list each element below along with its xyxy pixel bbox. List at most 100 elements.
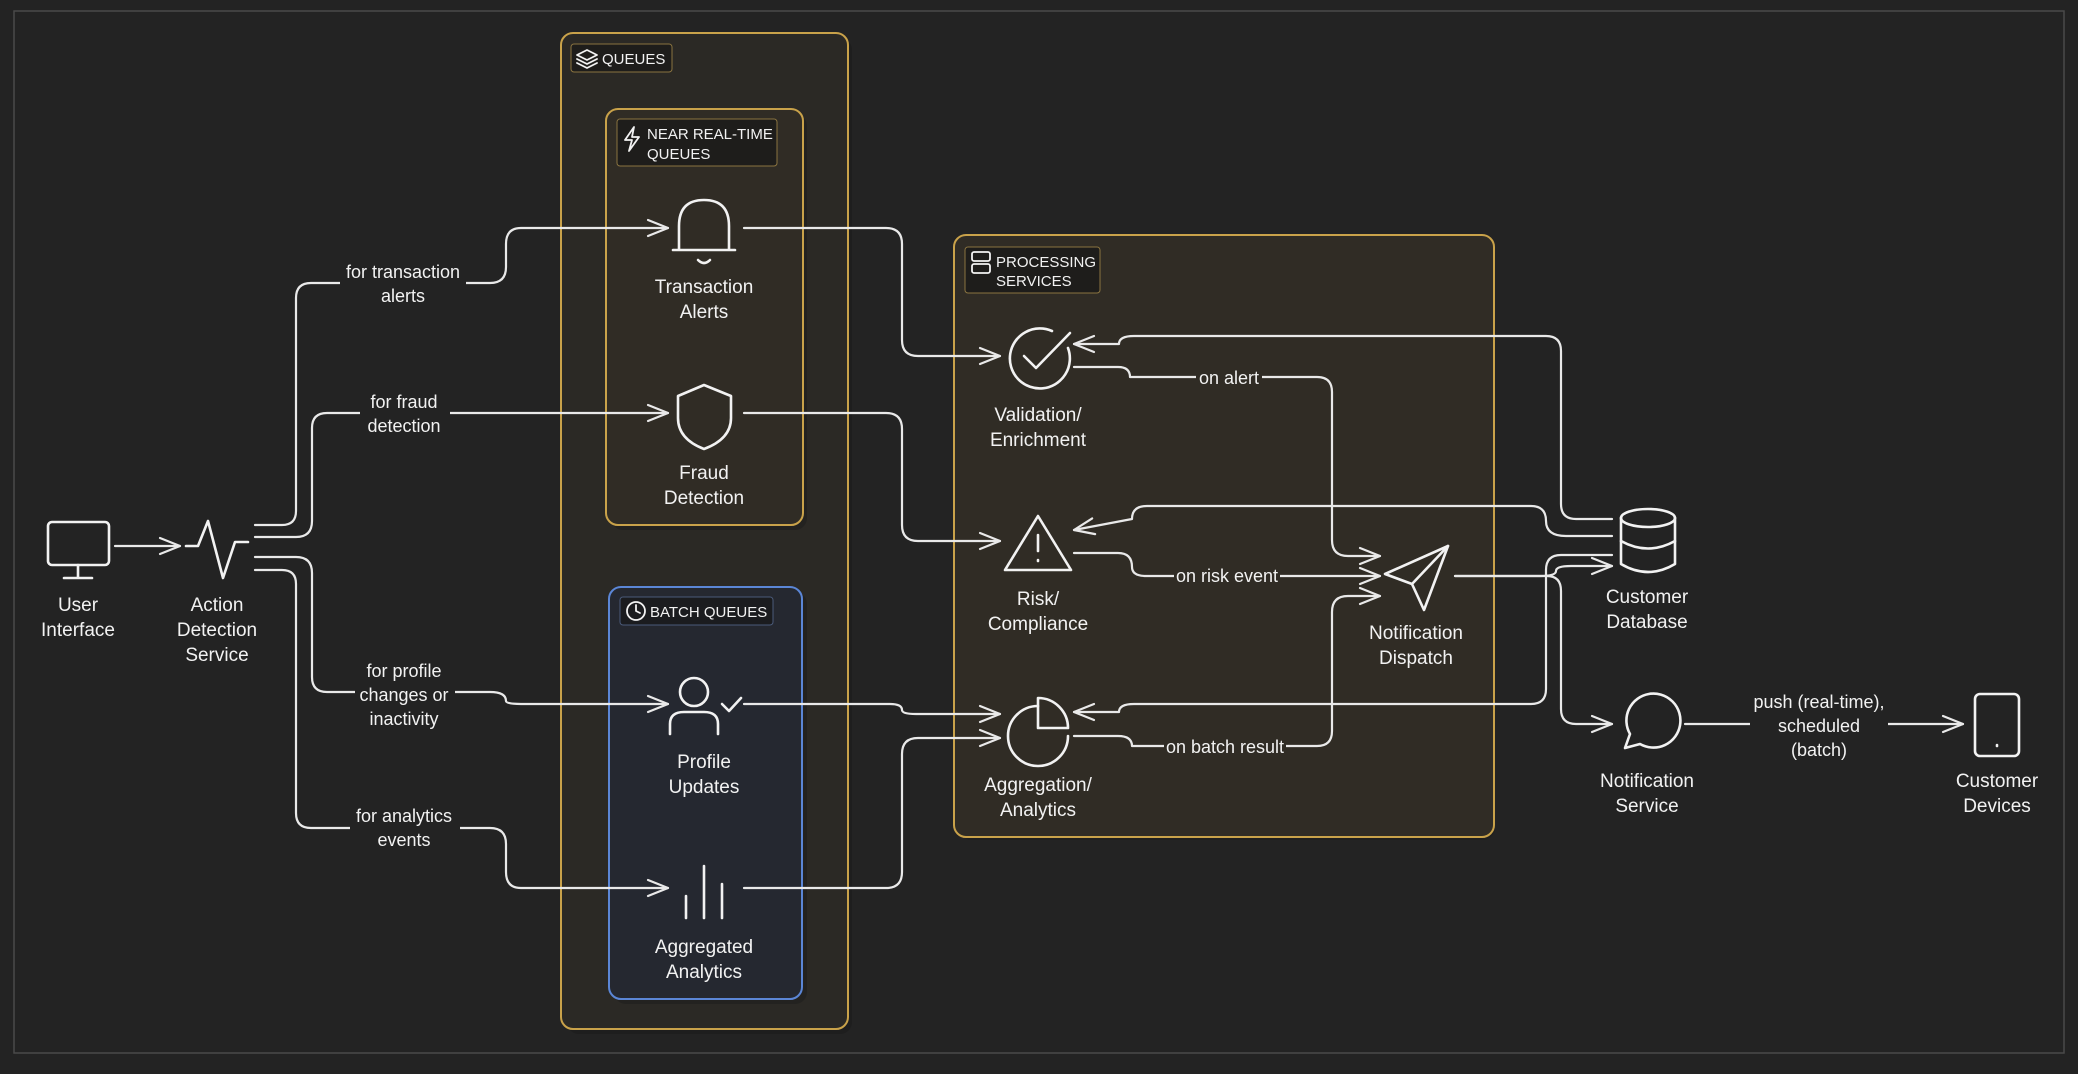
node-customer-database-label-2: Database	[1606, 612, 1687, 633]
node-fraud-detection-label-2: Detection	[664, 488, 744, 509]
group-near-real-time-label-2: QUEUES	[647, 146, 710, 163]
group-near-real-time-tag	[616, 118, 778, 167]
zap-icon	[624, 126, 640, 152]
edge-analytics-to-aggregation	[742, 728, 1002, 890]
edge-label-push-2: scheduled	[1778, 716, 1860, 736]
tablet-icon	[1973, 692, 2021, 758]
node-notification-dispatch-label-2: Dispatch	[1379, 648, 1453, 669]
edge-detection-to-profile	[253, 555, 670, 714]
edge-fraud-to-risk	[742, 411, 1002, 551]
edge-label-fraud-1: for fraud	[370, 392, 437, 412]
activity-icon	[184, 519, 250, 580]
edge-label-analytics-2: events	[377, 830, 430, 850]
node-profile-updates-label-2: Updates	[669, 777, 740, 798]
node-notification-dispatch[interactable]: Notification Dispatch	[1369, 544, 1463, 669]
node-transaction-alerts[interactable]: Transaction Alerts	[655, 198, 754, 323]
edge-labels: for transaction alerts for fraud detecti…	[340, 258, 1888, 854]
node-aggregated-analytics[interactable]: Aggregated Analytics	[655, 864, 753, 983]
edge-detection-to-fraud	[253, 403, 670, 539]
group-queues-tag	[570, 43, 673, 73]
alert-triangle-icon	[1003, 514, 1073, 572]
edge-label-transaction-2: alerts	[381, 286, 425, 306]
node-validation-label-2: Enrichment	[990, 430, 1087, 451]
outer-frame	[13, 10, 2065, 1054]
node-user-interface[interactable]: User Interface	[41, 520, 115, 641]
edge-label-push-1: push (real-time),	[1753, 692, 1884, 712]
node-risk-label-2: Compliance	[988, 614, 1088, 635]
node-aggregated-analytics-label-1: Aggregated	[655, 937, 753, 958]
node-customer-database-label-1: Customer	[1606, 587, 1689, 608]
node-profile-updates-label-1: Profile	[677, 752, 731, 773]
edge-profile-to-aggregation	[742, 702, 1002, 724]
node-action-detection-label-1: Action	[191, 595, 244, 616]
node-aggregation[interactable]: Aggregation/ Analytics	[984, 696, 1093, 821]
check-circle-icon	[1008, 327, 1072, 390]
shield-icon	[676, 383, 733, 451]
edge-label-transaction-1: for transaction	[346, 262, 460, 282]
node-transaction-alerts-label-2: Alerts	[680, 302, 729, 323]
node-aggregation-label-2: Analytics	[1000, 800, 1076, 821]
bar-chart-icon	[684, 864, 724, 920]
node-risk[interactable]: Risk/ Compliance	[988, 514, 1088, 635]
edge-label-on-batch: on batch result	[1166, 737, 1284, 757]
node-validation-label-1: Validation/	[994, 405, 1082, 426]
group-processing-box	[953, 234, 1495, 838]
node-notification-service[interactable]: Notification Service	[1600, 692, 1694, 817]
node-notification-dispatch-label-1: Notification	[1369, 623, 1463, 644]
group-processing: PROCESSING SERVICES	[953, 234, 1495, 840]
edge-database-to-aggregation	[1072, 553, 1614, 722]
node-customer-devices-label-2: Devices	[1963, 796, 2031, 817]
node-fraud-detection-label-1: Fraud	[679, 463, 729, 484]
node-notification-service-label-2: Service	[1615, 796, 1678, 817]
group-queues-label: QUEUES	[602, 51, 665, 68]
node-notification-service-label-1: Notification	[1600, 771, 1694, 792]
pie-chart-icon	[1006, 696, 1070, 768]
group-near-real-time-label-1: NEAR REAL-TIME	[647, 126, 773, 143]
node-aggregated-analytics-label-2: Analytics	[666, 962, 742, 983]
layers-icon	[576, 49, 598, 69]
node-action-detection-label-3: Service	[185, 645, 248, 666]
edge-label-profile-1: for profile	[366, 661, 441, 681]
node-customer-database[interactable]: Customer Database	[1606, 507, 1689, 633]
edge-label-analytics-1: for analytics	[356, 806, 452, 826]
group-processing-label-2: SERVICES	[996, 273, 1072, 290]
edge-database-to-validation	[1072, 334, 1614, 521]
node-transaction-alerts-label-1: Transaction	[655, 277, 754, 298]
bell-icon	[671, 198, 737, 265]
group-batch-label: BATCH QUEUES	[650, 604, 767, 621]
server-icon	[971, 251, 991, 274]
edge-database-to-risk	[1072, 504, 1614, 538]
database-icon	[1619, 507, 1677, 574]
edge-label-push-3: (batch)	[1791, 740, 1847, 760]
edge-risk-to-dispatch	[1072, 551, 1382, 586]
group-processing-tag	[964, 246, 1101, 294]
user-check-icon	[668, 676, 743, 736]
edge-label-on-risk: on risk event	[1176, 566, 1278, 586]
monitor-icon	[46, 520, 111, 580]
node-action-detection[interactable]: Action Detection Service	[177, 519, 257, 666]
clock-icon	[626, 601, 646, 621]
edge-aggregation-to-dispatch	[1072, 586, 1382, 748]
edge-label-profile-2: changes or	[359, 685, 448, 705]
node-action-detection-label-2: Detection	[177, 620, 257, 641]
node-profile-updates[interactable]: Profile Updates	[668, 676, 743, 798]
edge-label-profile-3: inactivity	[369, 709, 438, 729]
edge-label-fraud-2: detection	[367, 416, 440, 436]
message-circle-icon	[1623, 692, 1682, 750]
group-batch-tag	[619, 596, 774, 626]
edge-validation-to-dispatch	[1072, 365, 1382, 566]
edge-label-on-alert: on alert	[1199, 368, 1259, 388]
group-processing-label-1: PROCESSING	[996, 254, 1096, 271]
node-fraud-detection[interactable]: Fraud Detection	[664, 383, 744, 509]
node-aggregation-label-1: Aggregation/	[984, 775, 1092, 796]
edge-transaction-to-validation	[742, 226, 1002, 366]
send-icon	[1383, 544, 1450, 612]
node-user-interface-label-2: Interface	[41, 620, 115, 641]
node-customer-devices[interactable]: Customer Devices	[1956, 692, 2039, 817]
node-validation[interactable]: Validation/ Enrichment	[990, 327, 1087, 451]
node-user-interface-label-1: User	[58, 595, 99, 616]
node-risk-label-1: Risk/	[1017, 589, 1060, 610]
node-customer-devices-label-1: Customer	[1956, 771, 2039, 792]
